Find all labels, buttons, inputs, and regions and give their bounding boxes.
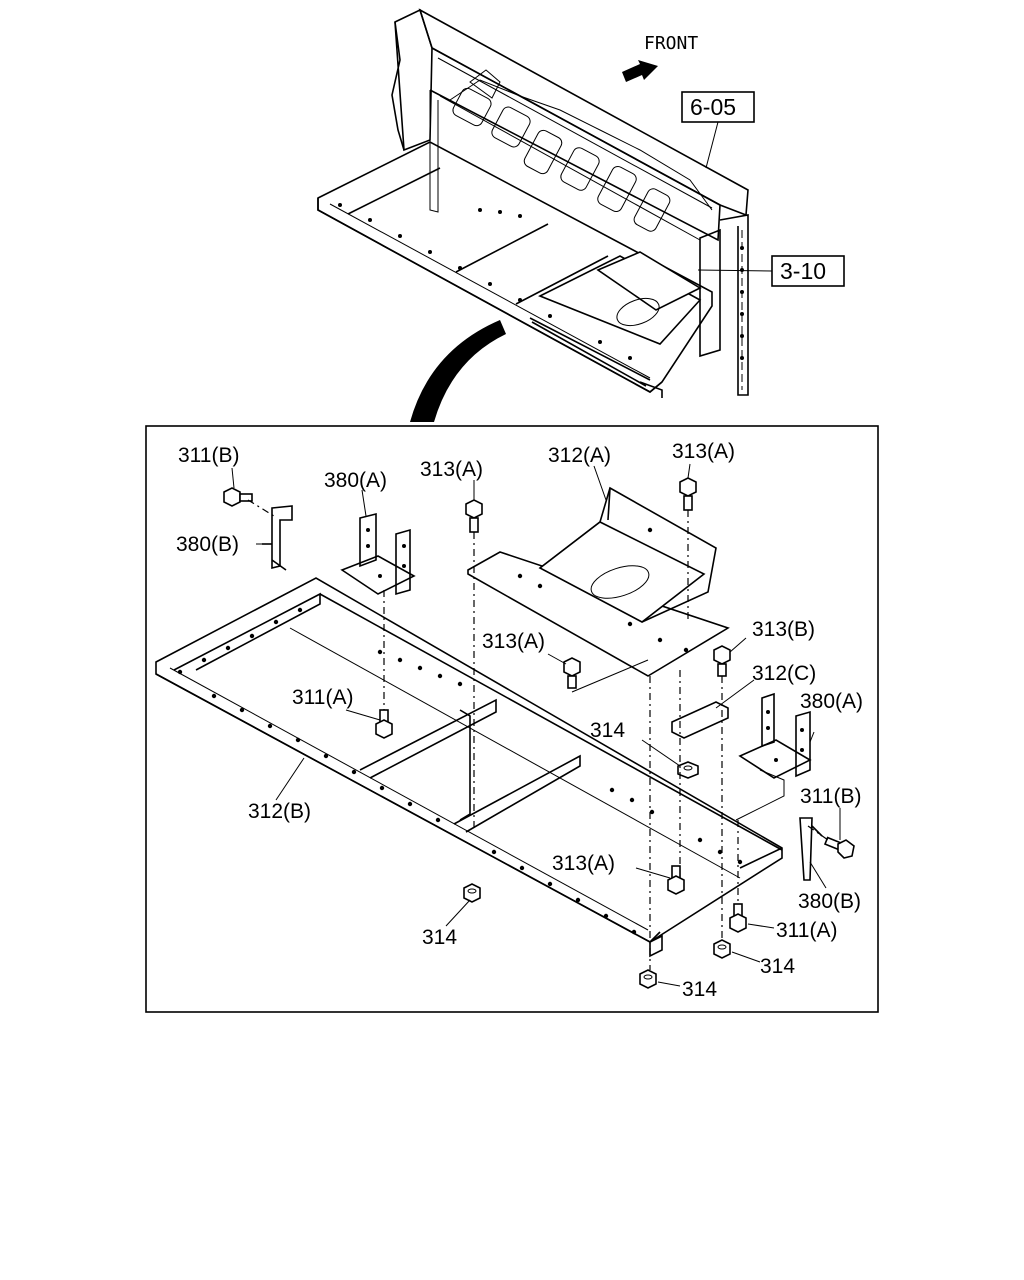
callout-313a-left: 313(A) bbox=[420, 458, 483, 481]
bolt-311b-right bbox=[823, 836, 855, 859]
callout-312c: 312(C) bbox=[752, 662, 816, 685]
callout-311a-right: 311(A) bbox=[776, 919, 837, 942]
leader-lines bbox=[231, 463, 841, 987]
nut-314-right bbox=[713, 939, 731, 959]
detail-frame bbox=[145, 425, 879, 1013]
front-arrow-icon bbox=[622, 60, 658, 82]
callout-380a-right: 380(A) bbox=[800, 690, 863, 713]
bolt-313a-mid bbox=[563, 657, 581, 689]
bolt-313a-bottom bbox=[667, 865, 685, 895]
ref-box-6-05-label: 6-05 bbox=[690, 94, 736, 120]
ref-box-3-10: 3-10 bbox=[697, 255, 845, 287]
detail-pointer-arrow bbox=[410, 320, 506, 422]
cab-back-panel bbox=[391, 8, 749, 396]
platform-312a bbox=[467, 486, 730, 677]
callout-labels: 311(B) 380(B) 380(A) 313(A) 312(A) 313(A… bbox=[176, 440, 863, 1001]
bolt-311a-left bbox=[375, 709, 393, 739]
front-label: FRONT bbox=[644, 33, 698, 54]
callout-380a-left: 380(A) bbox=[324, 469, 387, 492]
callout-314-mid: 314 bbox=[590, 719, 625, 742]
bolt-313a-right bbox=[679, 477, 697, 511]
callout-313a-mid: 313(A) bbox=[482, 630, 545, 653]
callout-312a: 312(A) bbox=[548, 444, 611, 467]
bracket-380b-right bbox=[799, 817, 823, 881]
callout-380b-right: 380(B) bbox=[798, 890, 861, 913]
callout-314-right: 314 bbox=[760, 955, 795, 978]
bracket-380a-left bbox=[340, 512, 416, 596]
callout-380b-top: 380(B) bbox=[176, 533, 239, 556]
nut-314-left bbox=[463, 883, 481, 903]
bolt-313a-left bbox=[465, 499, 483, 533]
callout-313a-right: 313(A) bbox=[672, 440, 735, 463]
overview-floor-frame bbox=[317, 141, 713, 398]
callout-311b-top: 311(B) bbox=[178, 444, 239, 467]
callout-311b-right: 311(B) bbox=[800, 785, 861, 808]
bolt-313b bbox=[713, 645, 731, 677]
callout-313b: 313(B) bbox=[752, 618, 815, 641]
bracket-312c bbox=[671, 701, 729, 739]
front-direction-indicator: FRONT bbox=[622, 33, 698, 82]
bolt-311b-left bbox=[223, 487, 253, 507]
callout-313a-bottom: 313(A) bbox=[552, 852, 615, 875]
bracket-380b-left bbox=[262, 505, 293, 571]
ref-box-3-10-label: 3-10 bbox=[780, 258, 826, 284]
callout-311a-left: 311(A) bbox=[292, 686, 353, 709]
nut-314-bottom bbox=[639, 969, 657, 989]
callout-314-bottom: 314 bbox=[682, 978, 717, 1001]
callout-314-left: 314 bbox=[422, 926, 457, 949]
bolt-311a-right bbox=[729, 903, 747, 933]
alignment-lines bbox=[247, 499, 829, 970]
ref-box-6-05: 6-05 bbox=[681, 91, 755, 169]
nut-314-mid bbox=[677, 761, 699, 779]
floor-frame-312b bbox=[155, 577, 783, 958]
callout-312b: 312(B) bbox=[248, 800, 311, 823]
